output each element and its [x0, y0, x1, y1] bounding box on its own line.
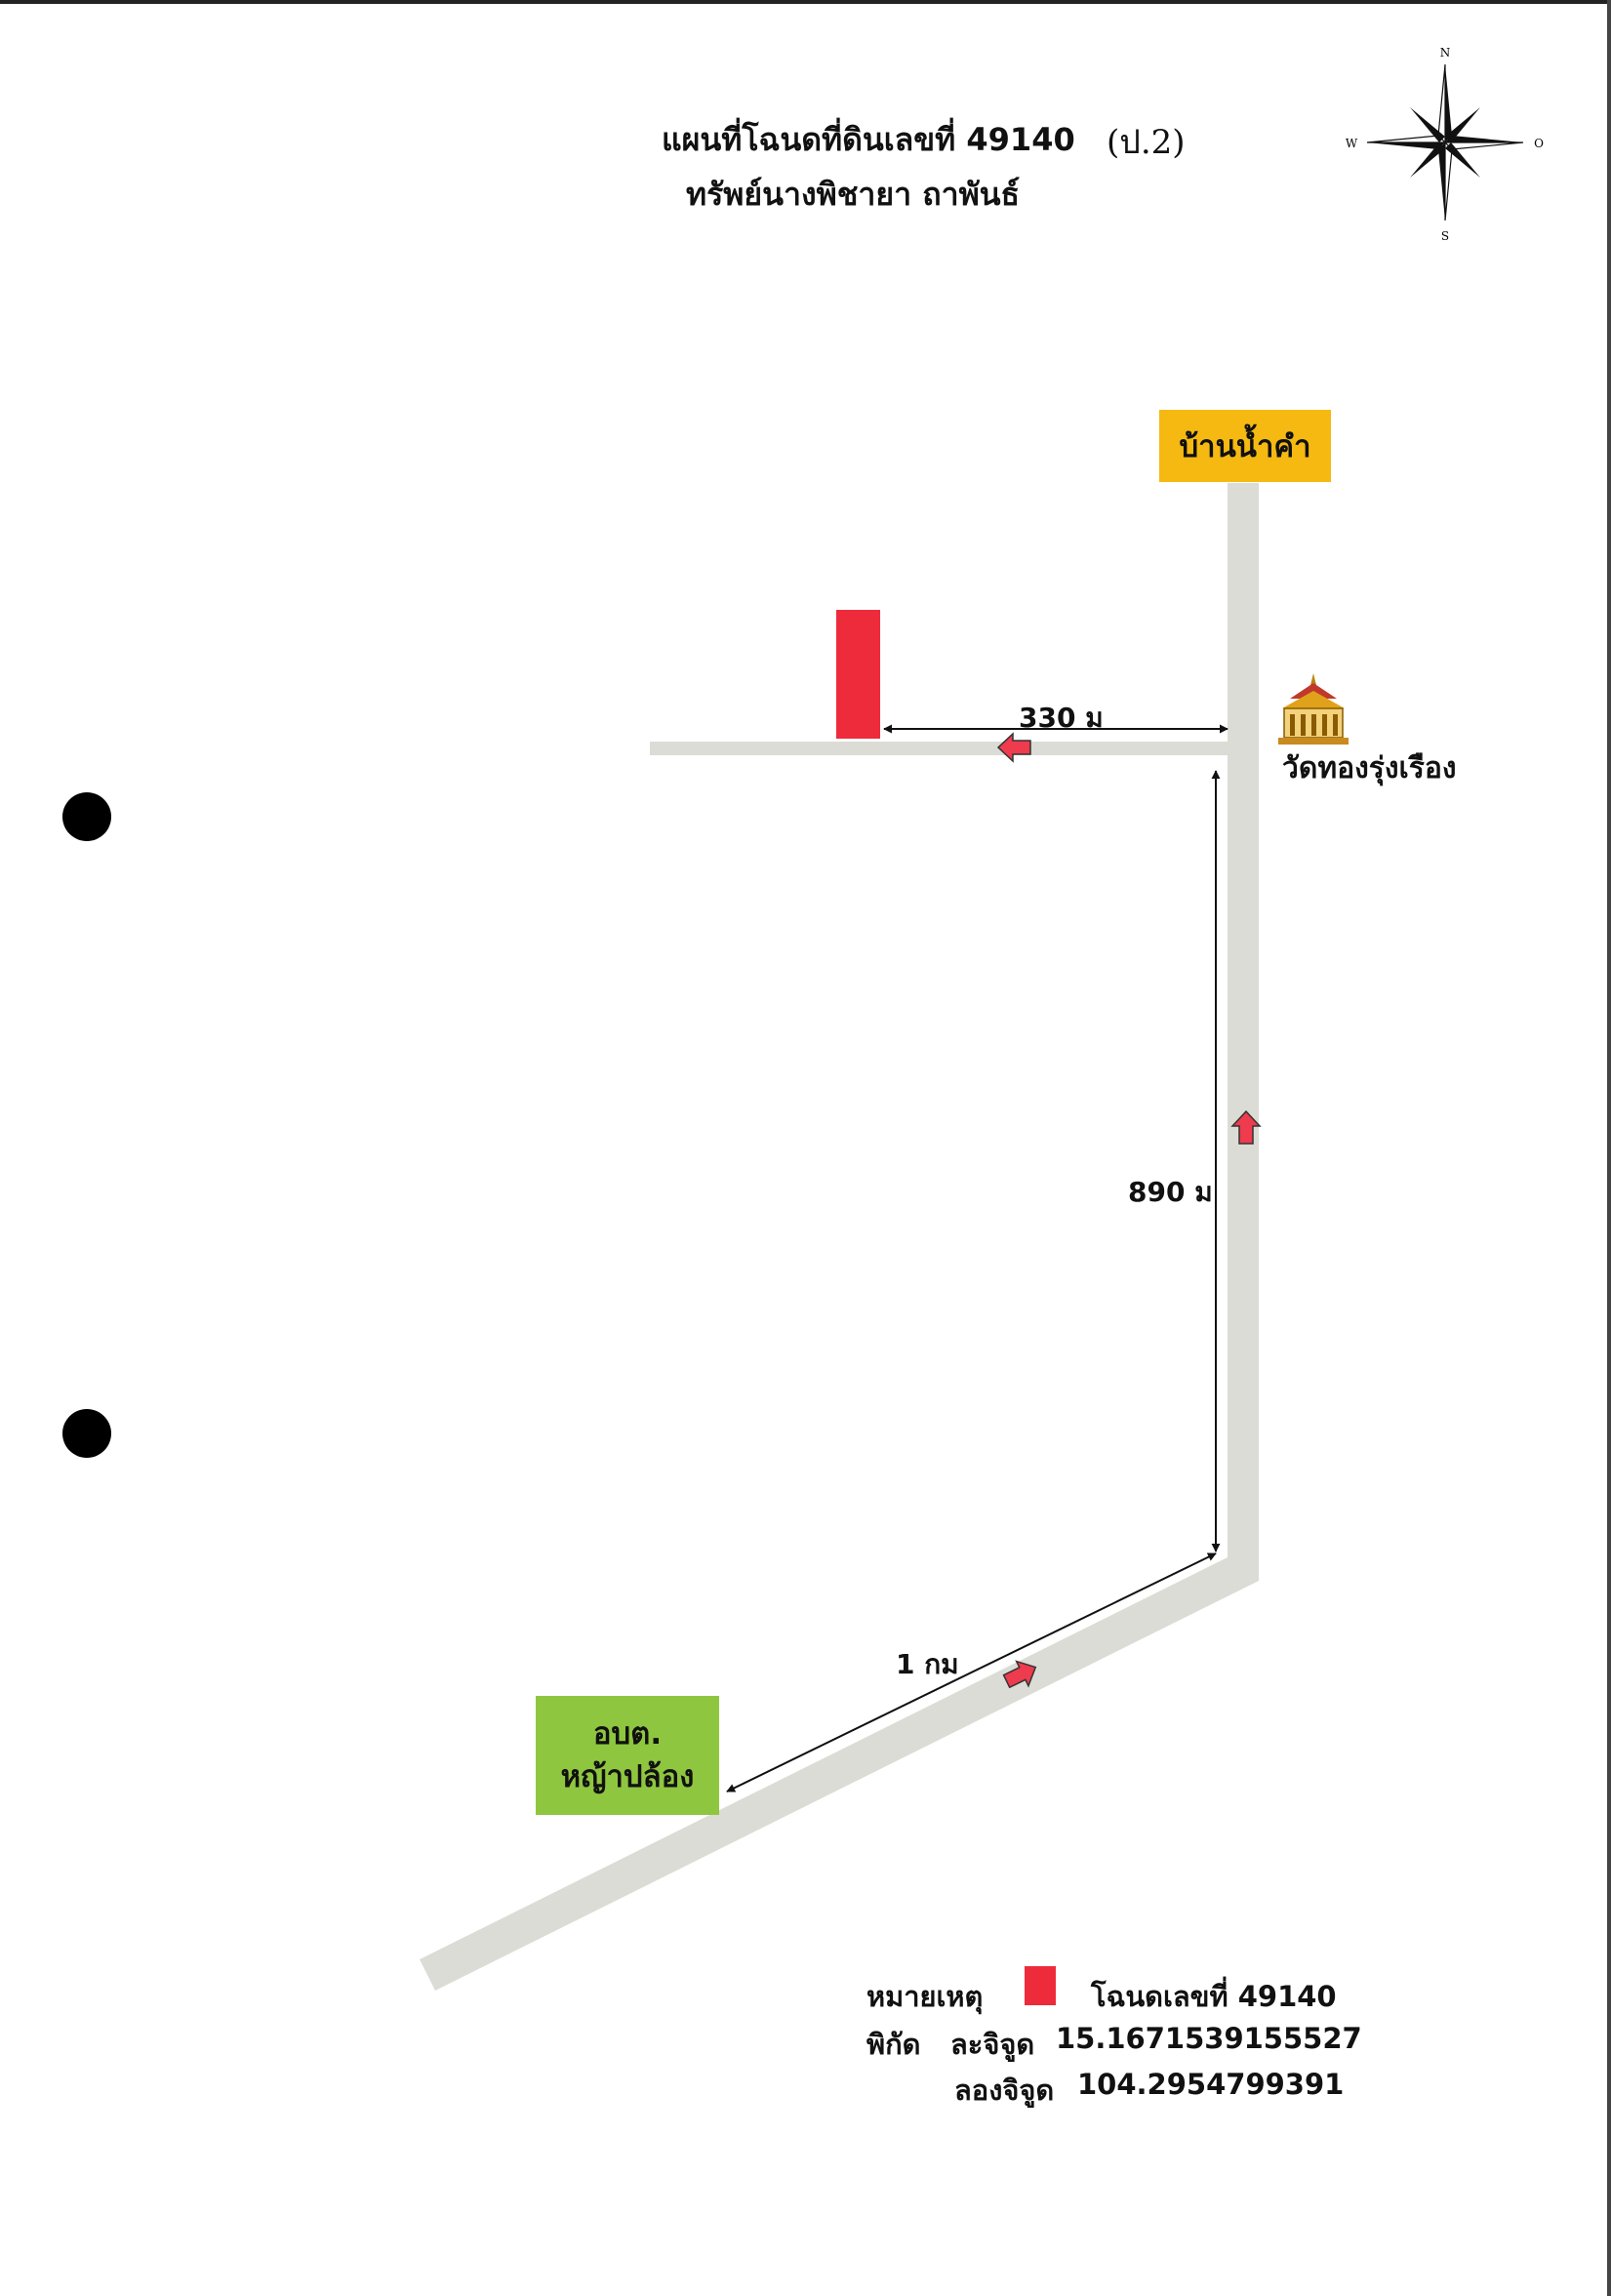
- direction-arrow-northeast: [1002, 1660, 1037, 1689]
- temple-label: วัดทองรุ่งเรือง: [1282, 751, 1457, 785]
- compass-w: W: [1346, 137, 1358, 150]
- legend-parcel-swatch: [1025, 1966, 1056, 2005]
- place-label-tao-office: อบต. หญ้าปล้อง: [536, 1696, 719, 1815]
- compass-n: N: [1440, 46, 1451, 60]
- legend-deed: โฉนดเลขที่ 49140: [1091, 1980, 1337, 2013]
- dimension-line-1km: [726, 1552, 1217, 1792]
- punch-hole-upper: [62, 792, 111, 841]
- place-label-ban-nam-kham: บ้านน้ำคำ: [1159, 410, 1331, 482]
- direction-arrow-west: [996, 732, 1031, 763]
- compass-s: S: [1441, 229, 1449, 243]
- office-line2: หญ้าปล้อง: [560, 1759, 695, 1794]
- legend-coords-label: พิกัด: [866, 2028, 921, 2061]
- legend-lat-value: 15.1671539155527: [1056, 2022, 1362, 2055]
- legend-lat-label: ละจิจูด: [950, 2028, 1035, 2061]
- legend-lon-value: 104.2954799391: [1077, 2068, 1345, 2101]
- scan-edge-right: [1607, 0, 1611, 2296]
- distance-label-330: 330 ม: [1019, 702, 1104, 734]
- distance-label-1km: 1 กม: [896, 1648, 959, 1680]
- land-parcel: [836, 610, 880, 739]
- distance-label-890: 890 ม: [1128, 1176, 1213, 1208]
- road-west: [650, 742, 1228, 755]
- handwritten-annotation: (ป.2): [1107, 123, 1186, 162]
- owner-title: ทรัพย์นางพิชายา ถาพันธ์: [686, 176, 1021, 213]
- office-line1: อบต.: [592, 1716, 663, 1752]
- punch-hole-lower: [62, 1409, 111, 1458]
- legend-lon-label: ลองจิจูด: [954, 2074, 1055, 2107]
- compass-rose-icon: N S W O: [1346, 46, 1544, 243]
- temple-icon: [1278, 673, 1349, 745]
- compass-e: O: [1534, 137, 1544, 150]
- place-name: บ้านน้ำคำ: [1179, 429, 1311, 464]
- road-north-south: [1228, 483, 1259, 1576]
- legend-label: หมายเหตุ: [866, 1980, 984, 2013]
- scan-edge-top: [0, 0, 1611, 4]
- direction-arrow-north: [1230, 1109, 1262, 1145]
- map-title: แผนที่โฉนดที่ดินเลขที่ 49140: [662, 121, 1075, 158]
